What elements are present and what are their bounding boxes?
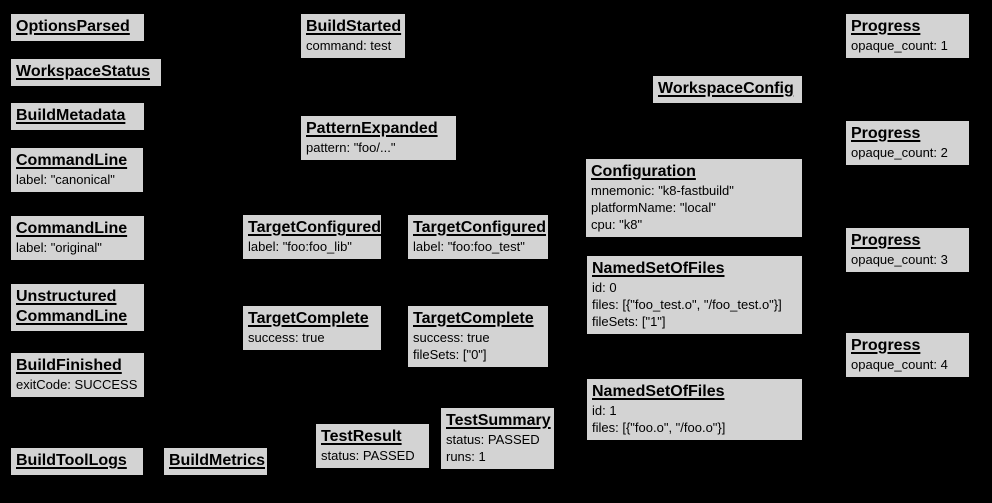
node-pattern-expanded: PatternExpanded pattern: "foo/..." bbox=[300, 115, 457, 161]
node-title: PatternExpanded bbox=[306, 120, 438, 137]
node-progress-2: Progress opaque_count: 2 bbox=[845, 120, 970, 166]
node-field: id: 1 bbox=[592, 403, 617, 418]
node-title: WorkspaceStatus bbox=[16, 63, 150, 80]
node-build-started: BuildStarted command: test bbox=[300, 13, 406, 59]
node-progress-1: Progress opaque_count: 1 bbox=[845, 13, 970, 59]
node-field: platformName: "local" bbox=[591, 200, 716, 215]
node-field: id: 0 bbox=[592, 280, 617, 295]
node-field: label: "canonical" bbox=[16, 172, 115, 187]
node-title: Unstructured CommandLine bbox=[16, 288, 128, 325]
node-field: pattern: "foo/..." bbox=[306, 140, 396, 155]
node-title: BuildMetadata bbox=[16, 107, 126, 124]
node-field: status: PASSED bbox=[446, 432, 540, 447]
node-title: TargetComplete bbox=[413, 310, 534, 327]
node-field: success: true bbox=[248, 330, 325, 345]
node-field: opaque_count: 2 bbox=[851, 145, 948, 160]
node-options-parsed: OptionsParsed bbox=[10, 13, 145, 42]
node-field: mnemonic: "k8-fastbuild" bbox=[591, 183, 734, 198]
node-unstructured-command-line: Unstructured CommandLine bbox=[10, 283, 145, 332]
node-title: TargetComplete bbox=[248, 310, 369, 327]
node-field: command: test bbox=[306, 38, 392, 53]
node-title: TestSummary bbox=[446, 412, 551, 429]
node-title: Progress bbox=[851, 18, 921, 35]
node-title: TargetConfigured bbox=[413, 219, 547, 236]
node-build-metrics: BuildMetrics bbox=[163, 447, 268, 476]
node-field: label: "foo:foo_test" bbox=[413, 239, 525, 254]
node-title: WorkspaceConfig bbox=[658, 80, 794, 97]
node-field: opaque_count: 3 bbox=[851, 252, 948, 267]
node-configuration: Configuration mnemonic: "k8-fastbuild" p… bbox=[585, 158, 803, 238]
node-field: files: [{"foo_test.o", "/foo_test.o"}] bbox=[592, 297, 782, 312]
node-named-set-of-files-0: NamedSetOfFiles id: 0 files: [{"foo_test… bbox=[586, 255, 803, 335]
node-field: files: [{"foo.o", "/foo.o"}] bbox=[592, 420, 726, 435]
node-build-finished: BuildFinished exitCode: SUCCESS bbox=[10, 352, 145, 398]
node-test-result: TestResult status: PASSED bbox=[315, 423, 430, 469]
node-title: NamedSetOfFiles bbox=[592, 383, 725, 400]
node-target-configured-foo-lib: TargetConfigured label: "foo:foo_lib" bbox=[242, 214, 382, 260]
node-title: BuildToolLogs bbox=[16, 452, 127, 469]
node-field: label: "original" bbox=[16, 240, 102, 255]
node-field: label: "foo:foo_lib" bbox=[248, 239, 352, 254]
node-title: TestResult bbox=[321, 428, 402, 445]
node-title: CommandLine bbox=[16, 220, 128, 237]
node-title: Progress bbox=[851, 337, 921, 354]
node-build-metadata: BuildMetadata bbox=[10, 102, 145, 131]
node-title: NamedSetOfFiles bbox=[592, 260, 725, 277]
node-title: Configuration bbox=[591, 163, 696, 180]
node-progress-4: Progress opaque_count: 4 bbox=[845, 332, 970, 378]
node-field: fileSets: ["0"] bbox=[413, 347, 487, 362]
node-build-tool-logs: BuildToolLogs bbox=[10, 447, 144, 476]
node-progress-3: Progress opaque_count: 3 bbox=[845, 227, 970, 273]
node-title: BuildMetrics bbox=[169, 452, 266, 469]
node-field: cpu: "k8" bbox=[591, 217, 643, 232]
node-title: OptionsParsed bbox=[16, 18, 130, 35]
node-workspace-status: WorkspaceStatus bbox=[10, 58, 162, 87]
node-field: opaque_count: 1 bbox=[851, 38, 948, 53]
node-field: runs: 1 bbox=[446, 449, 486, 464]
node-title: Progress bbox=[851, 125, 921, 142]
node-target-complete-foo-lib: TargetComplete success: true bbox=[242, 305, 382, 351]
node-command-line-canonical: CommandLine label: "canonical" bbox=[10, 147, 144, 193]
node-field: fileSets: ["1"] bbox=[592, 314, 666, 329]
node-command-line-original: CommandLine label: "original" bbox=[10, 215, 145, 261]
node-workspace-config: WorkspaceConfig bbox=[652, 75, 803, 104]
node-field: success: true bbox=[413, 330, 490, 345]
node-field: status: PASSED bbox=[321, 448, 415, 463]
node-title: BuildStarted bbox=[306, 18, 402, 35]
node-target-complete-foo-test: TargetComplete success: true fileSets: [… bbox=[407, 305, 549, 368]
node-field: opaque_count: 4 bbox=[851, 357, 948, 372]
node-test-summary: TestSummary status: PASSED runs: 1 bbox=[440, 407, 555, 470]
node-title: Progress bbox=[851, 232, 921, 249]
node-named-set-of-files-1: NamedSetOfFiles id: 1 files: [{"foo.o", … bbox=[586, 378, 803, 441]
node-field: exitCode: SUCCESS bbox=[16, 377, 138, 392]
node-title: CommandLine bbox=[16, 152, 128, 169]
node-title: BuildFinished bbox=[16, 357, 122, 374]
node-title: TargetConfigured bbox=[248, 219, 382, 236]
node-target-configured-foo-test: TargetConfigured label: "foo:foo_test" bbox=[407, 214, 549, 260]
